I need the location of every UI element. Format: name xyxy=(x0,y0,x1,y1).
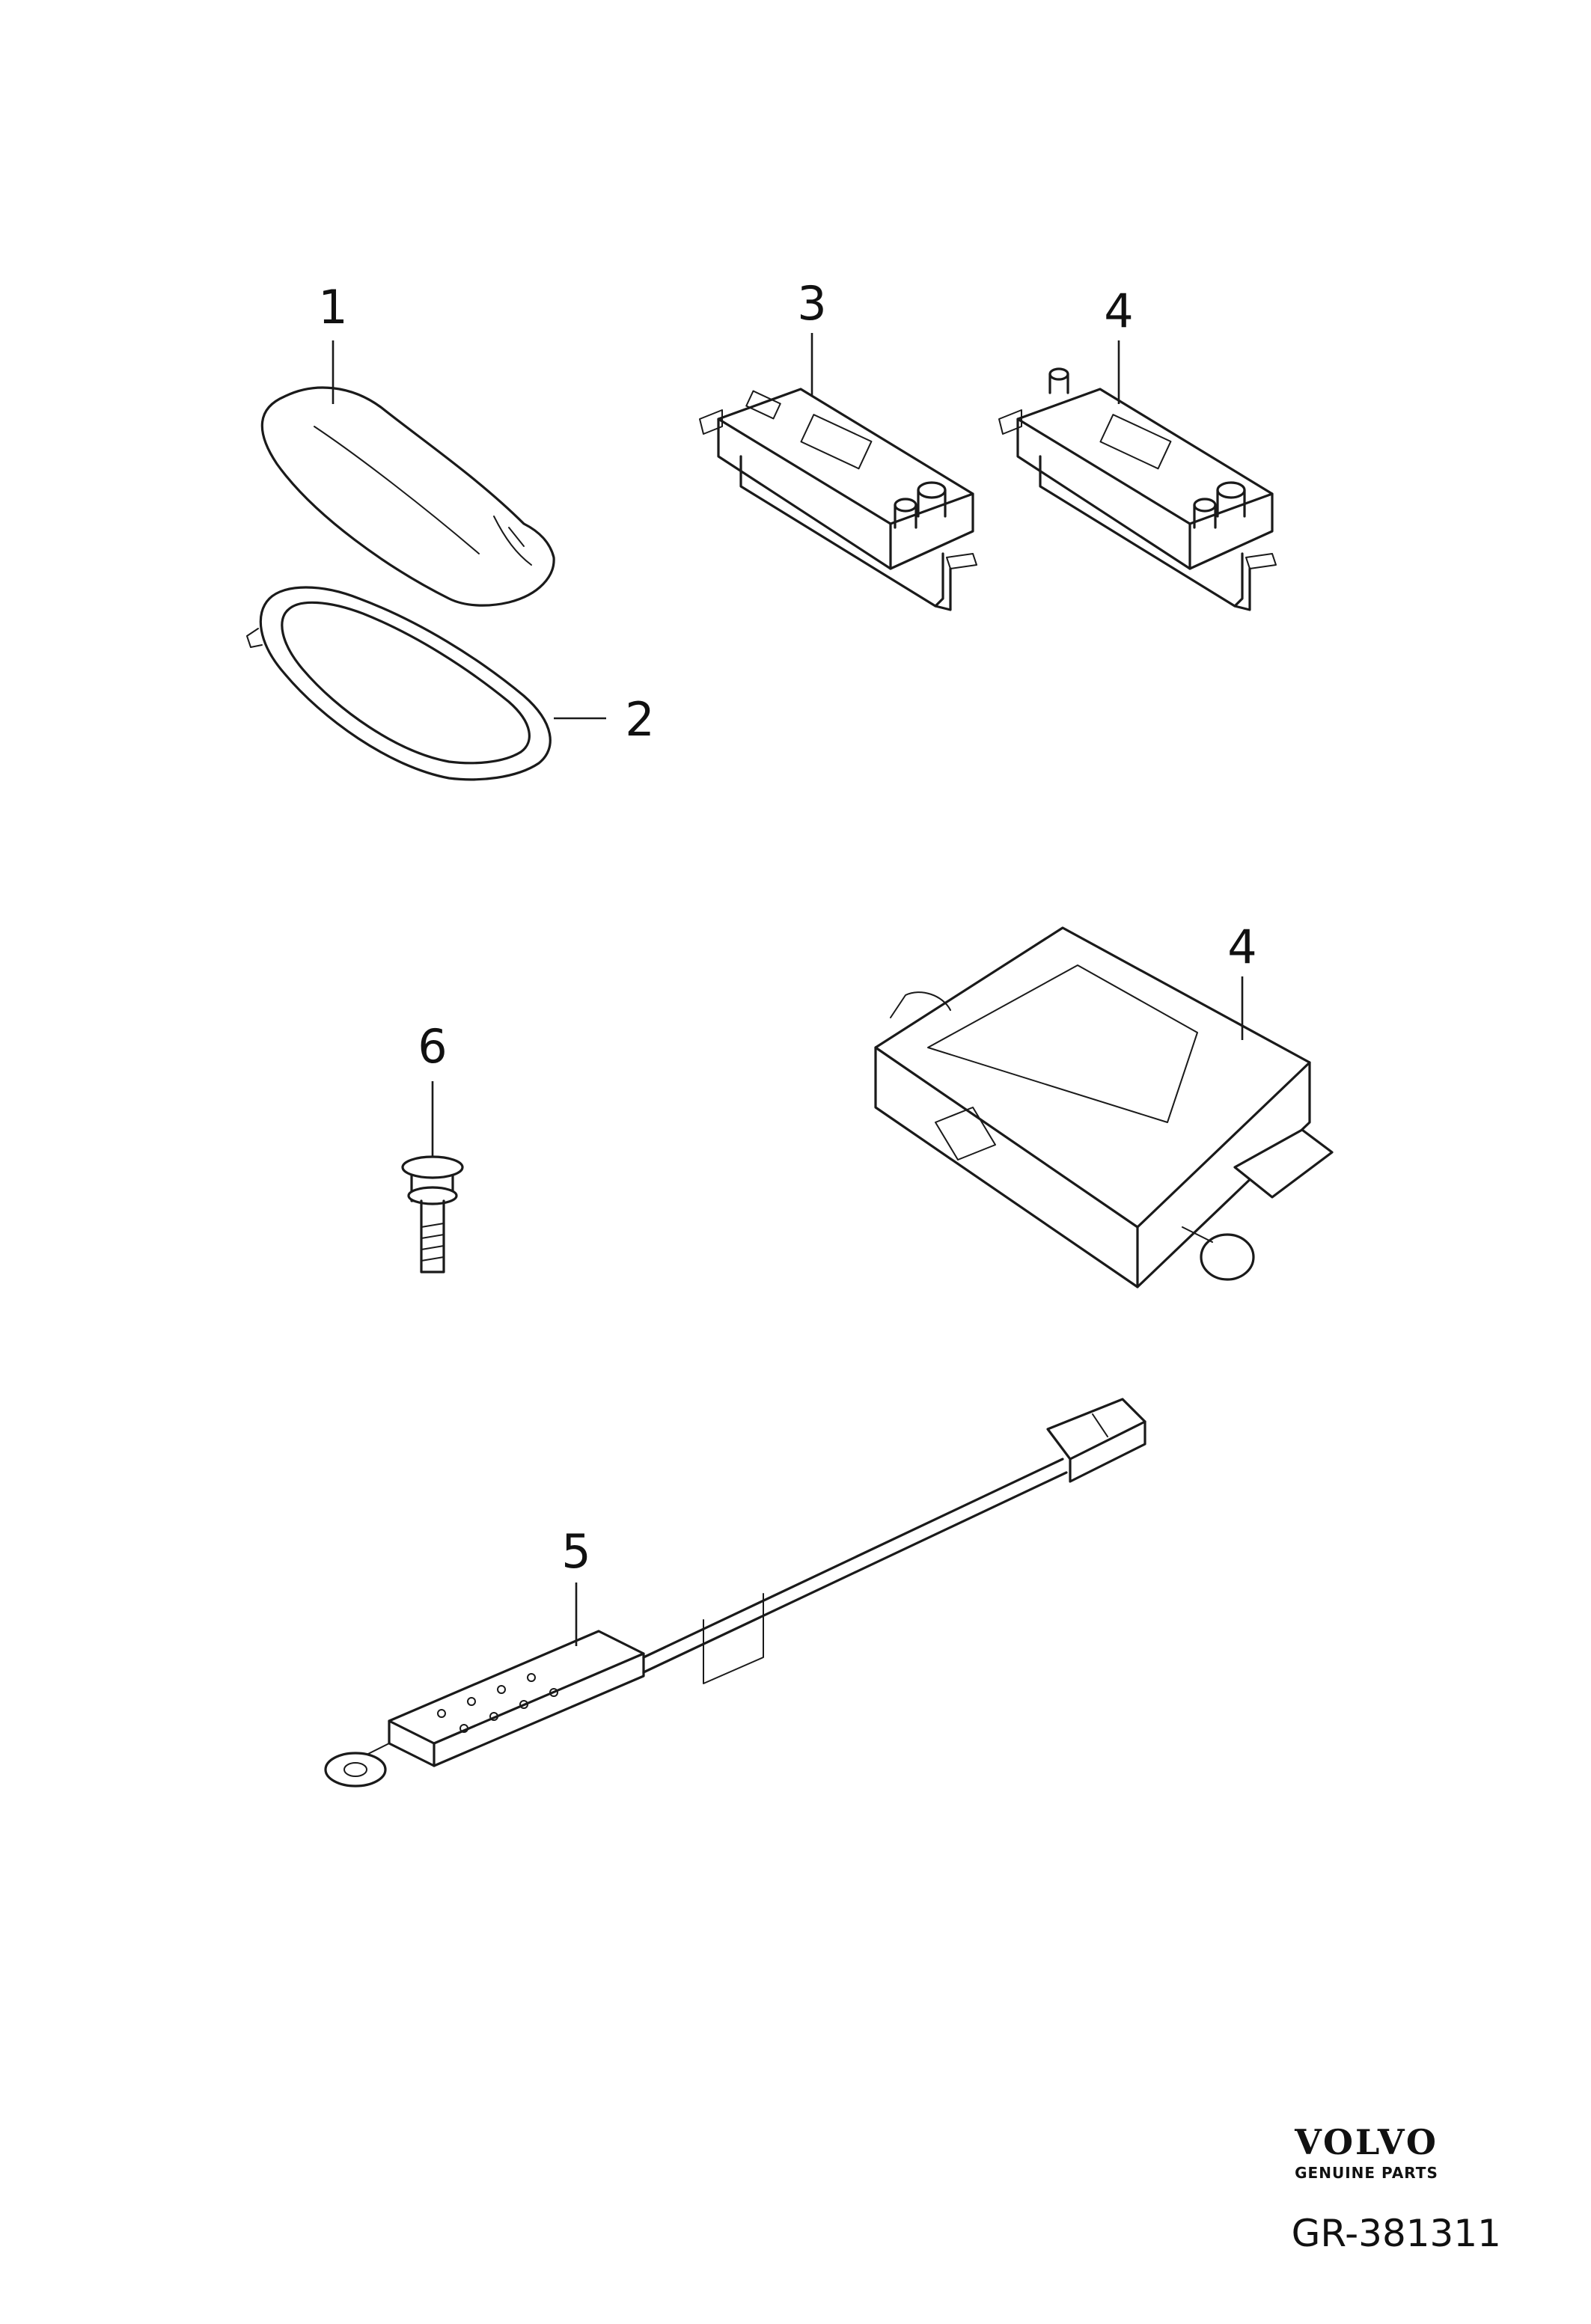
diagram-reference: GR-381311 xyxy=(1291,2212,1501,2255)
brand-logo: VOLVO GENUINE PARTS xyxy=(1254,2125,1479,2182)
callout-4-middle: 4 xyxy=(1227,920,1256,974)
brand-tagline: GENUINE PARTS xyxy=(1295,2164,1438,2182)
gasket-icon xyxy=(246,586,552,781)
brand-name: VOLVO xyxy=(1295,2122,1438,2162)
callout-5: 5 xyxy=(561,1524,590,1579)
shark-fin-antenna-icon xyxy=(260,386,555,607)
callout-6: 6 xyxy=(418,1019,447,1074)
flange-bolt-icon xyxy=(401,1155,464,1273)
leader-lines xyxy=(332,333,1244,1646)
control-unit-icon xyxy=(874,926,1334,1288)
callout-2: 2 xyxy=(625,692,654,747)
callout-4-top: 4 xyxy=(1104,284,1133,338)
callout-3: 3 xyxy=(797,276,826,331)
amplifier-cable-icon xyxy=(324,1398,1146,1788)
callout-1: 1 xyxy=(318,280,347,334)
antenna-module-icon-4 xyxy=(998,367,1277,611)
antenna-module-icon-3 xyxy=(699,388,977,611)
